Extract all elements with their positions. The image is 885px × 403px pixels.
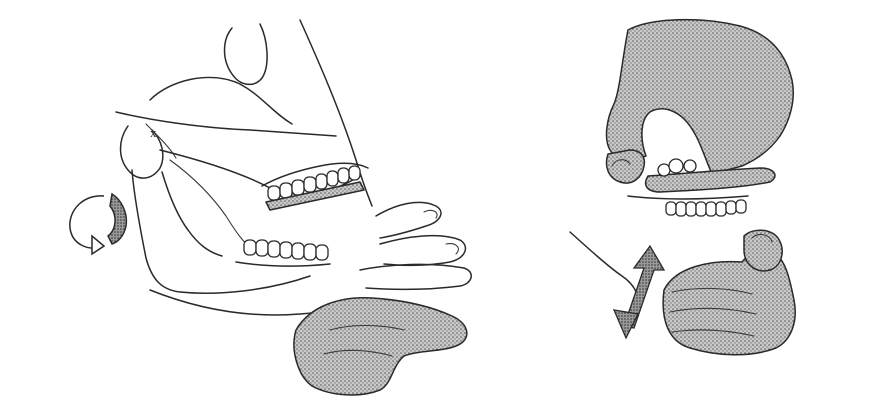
- upper-tooth: [316, 174, 327, 189]
- upper-tooth: [338, 168, 349, 183]
- index-finger-tip: [607, 150, 645, 183]
- nasal-outline: [225, 24, 268, 84]
- mandible-canal-line: [170, 160, 254, 250]
- upper-tooth: [327, 171, 338, 186]
- rotation-arrow-icon: [70, 194, 127, 254]
- left-figure-skull-jaw: x: [70, 20, 471, 395]
- fingernail: [446, 244, 458, 254]
- finger-upper-outline: [380, 236, 465, 266]
- lower-teeth: [244, 240, 328, 260]
- lower-tooth: [280, 242, 292, 258]
- upper-tooth: [280, 183, 292, 198]
- lower-arch-teeth: [666, 200, 746, 216]
- lower-tooth: [706, 202, 716, 216]
- lower-tooth: [696, 202, 706, 216]
- zygoma-outline: [150, 77, 292, 124]
- lower-tooth: [304, 244, 316, 260]
- lower-tooth: [244, 240, 256, 255]
- lower-arch-line: [628, 196, 748, 199]
- vertical-arrow-icon: [614, 246, 664, 338]
- lower-tooth: [268, 241, 280, 257]
- lower-tooth: [666, 202, 676, 215]
- lower-tooth: [736, 200, 746, 213]
- lower-tooth: [726, 201, 736, 214]
- cranial-base-line: [116, 112, 336, 136]
- upper-tooth: [292, 180, 304, 195]
- lower-tooth: [292, 243, 304, 259]
- lower-arch-outline: [236, 262, 330, 266]
- lower-tooth: [316, 245, 328, 260]
- record-tooth: [658, 164, 670, 176]
- lower-tooth: [676, 202, 686, 216]
- chin-outline: [570, 232, 640, 310]
- record-tooth: [684, 160, 696, 172]
- lower-tooth: [716, 202, 726, 216]
- record-tooth: [669, 159, 683, 173]
- upper-tooth: [268, 186, 280, 200]
- lower-tooth: [686, 202, 696, 216]
- mandible-inner-ramus: [162, 172, 222, 256]
- finger-lower-outline: [360, 264, 471, 289]
- upper-tooth: [304, 177, 316, 192]
- right-figure-hands: [570, 20, 795, 355]
- lower-thumb: [744, 230, 782, 271]
- upper-tooth: [349, 166, 360, 180]
- supporting-hand: [294, 298, 467, 395]
- lower-tooth: [256, 240, 268, 256]
- fingernail: [424, 210, 437, 218]
- condyle-mark-x: x: [150, 125, 157, 140]
- thumb-outline: [376, 202, 441, 238]
